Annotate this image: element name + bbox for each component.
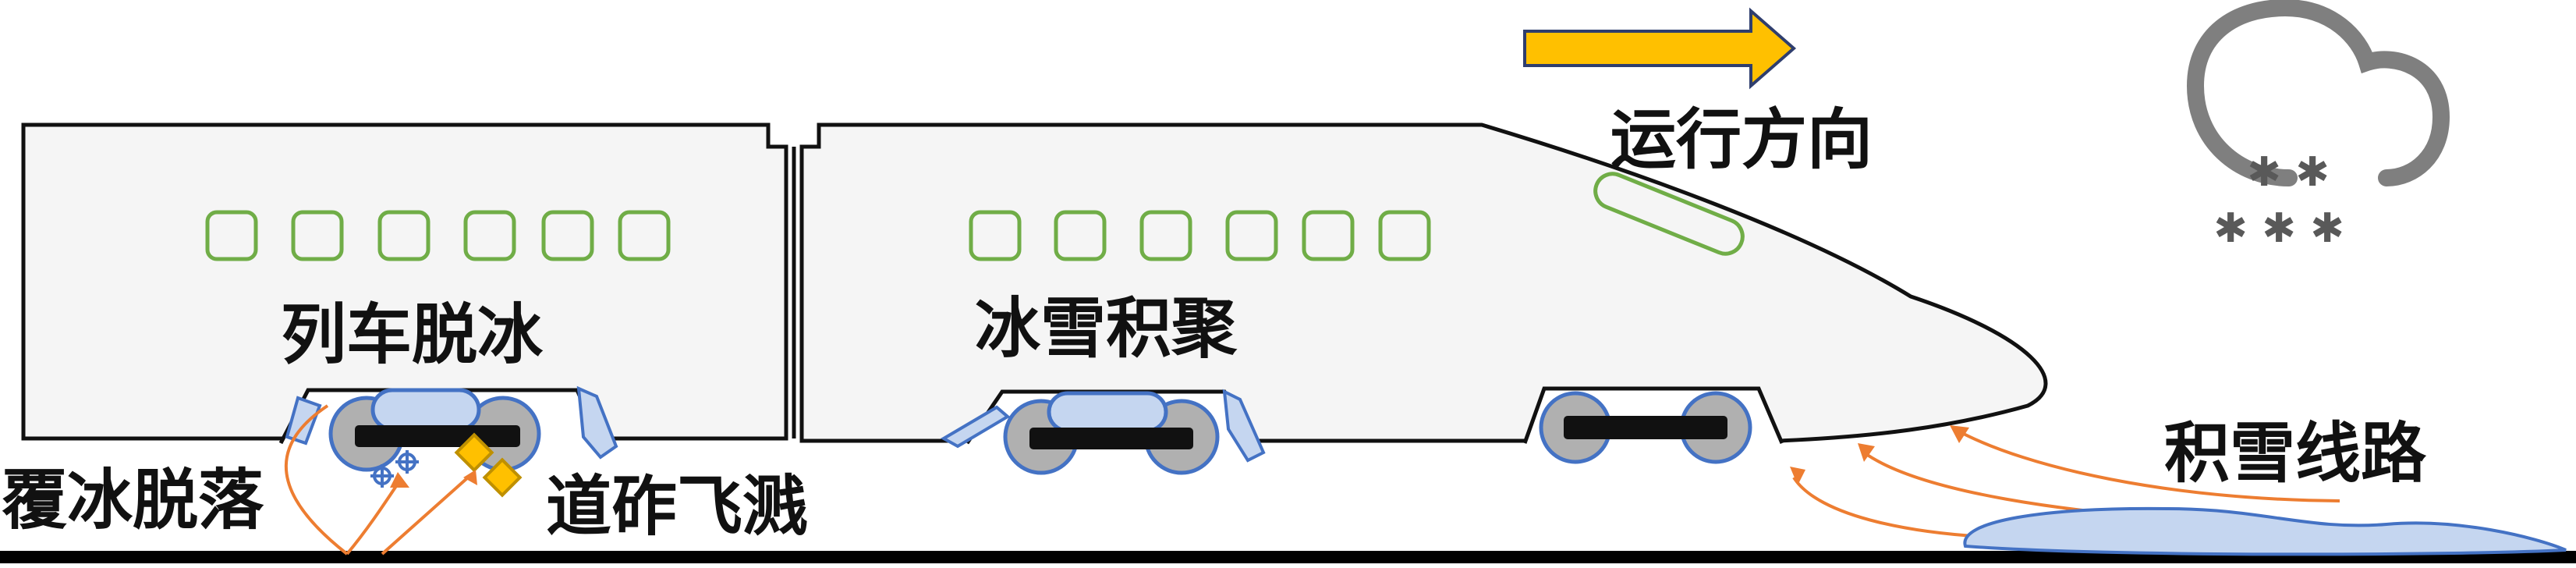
snowflake-icon: ✱ bbox=[2262, 205, 2296, 252]
ballast-stone-icon bbox=[454, 432, 523, 498]
window bbox=[291, 210, 344, 261]
ice-chunk bbox=[285, 396, 322, 446]
bogie-3 bbox=[1539, 391, 1752, 464]
ice-block bbox=[370, 388, 481, 431]
snowflake-icon bbox=[370, 450, 419, 488]
ice-block bbox=[1047, 391, 1168, 433]
direction-arrow-icon bbox=[1523, 7, 1797, 90]
window bbox=[1302, 210, 1355, 261]
ice-chunk bbox=[940, 405, 1011, 449]
ice-chunk bbox=[576, 385, 618, 460]
ballast-flying-label: 道砟飞溅 bbox=[546, 468, 808, 545]
snowflake-icon: ✱ bbox=[2213, 205, 2248, 252]
window bbox=[1054, 210, 1107, 261]
lead-car-body bbox=[799, 122, 2048, 443]
snow-cloud-icon: ✱ ✱ ✱ ✱ ✱ bbox=[2186, 0, 2450, 252]
window bbox=[1139, 210, 1192, 261]
rail-line bbox=[0, 551, 2576, 563]
window bbox=[463, 210, 516, 261]
snowflake-icon: ✱ bbox=[2310, 205, 2344, 252]
window bbox=[1378, 210, 1431, 261]
bogie-frame bbox=[1564, 416, 1727, 439]
lead-car-windows bbox=[969, 210, 1431, 261]
bogie-frame bbox=[1029, 428, 1193, 449]
snow-pile bbox=[1963, 506, 2567, 556]
car-coupling bbox=[784, 147, 804, 438]
arrow-heads bbox=[390, 425, 1969, 488]
rear-car-windows bbox=[205, 210, 671, 261]
bogie-frame bbox=[355, 425, 520, 447]
cab-windshield bbox=[1593, 172, 1745, 256]
ice-falling-label: 覆冰脱落 bbox=[2, 462, 264, 538]
window bbox=[969, 210, 1022, 261]
window bbox=[618, 210, 671, 261]
ice-accumulation-label: 冰雪积聚 bbox=[975, 290, 1238, 367]
snowflake-icon: ✱ bbox=[2295, 149, 2330, 196]
window bbox=[541, 210, 594, 261]
direction-label: 运行方向 bbox=[1610, 101, 1873, 178]
snowy-track-label: 积雪线路 bbox=[2164, 415, 2427, 492]
window bbox=[1225, 210, 1278, 261]
deicing-label: 列车脱冰 bbox=[281, 296, 544, 373]
window bbox=[205, 210, 258, 261]
ice-chunk bbox=[1222, 389, 1266, 463]
snowflake-icon: ✱ bbox=[2247, 149, 2281, 196]
window bbox=[377, 210, 431, 261]
bogie-2 bbox=[940, 389, 1266, 475]
